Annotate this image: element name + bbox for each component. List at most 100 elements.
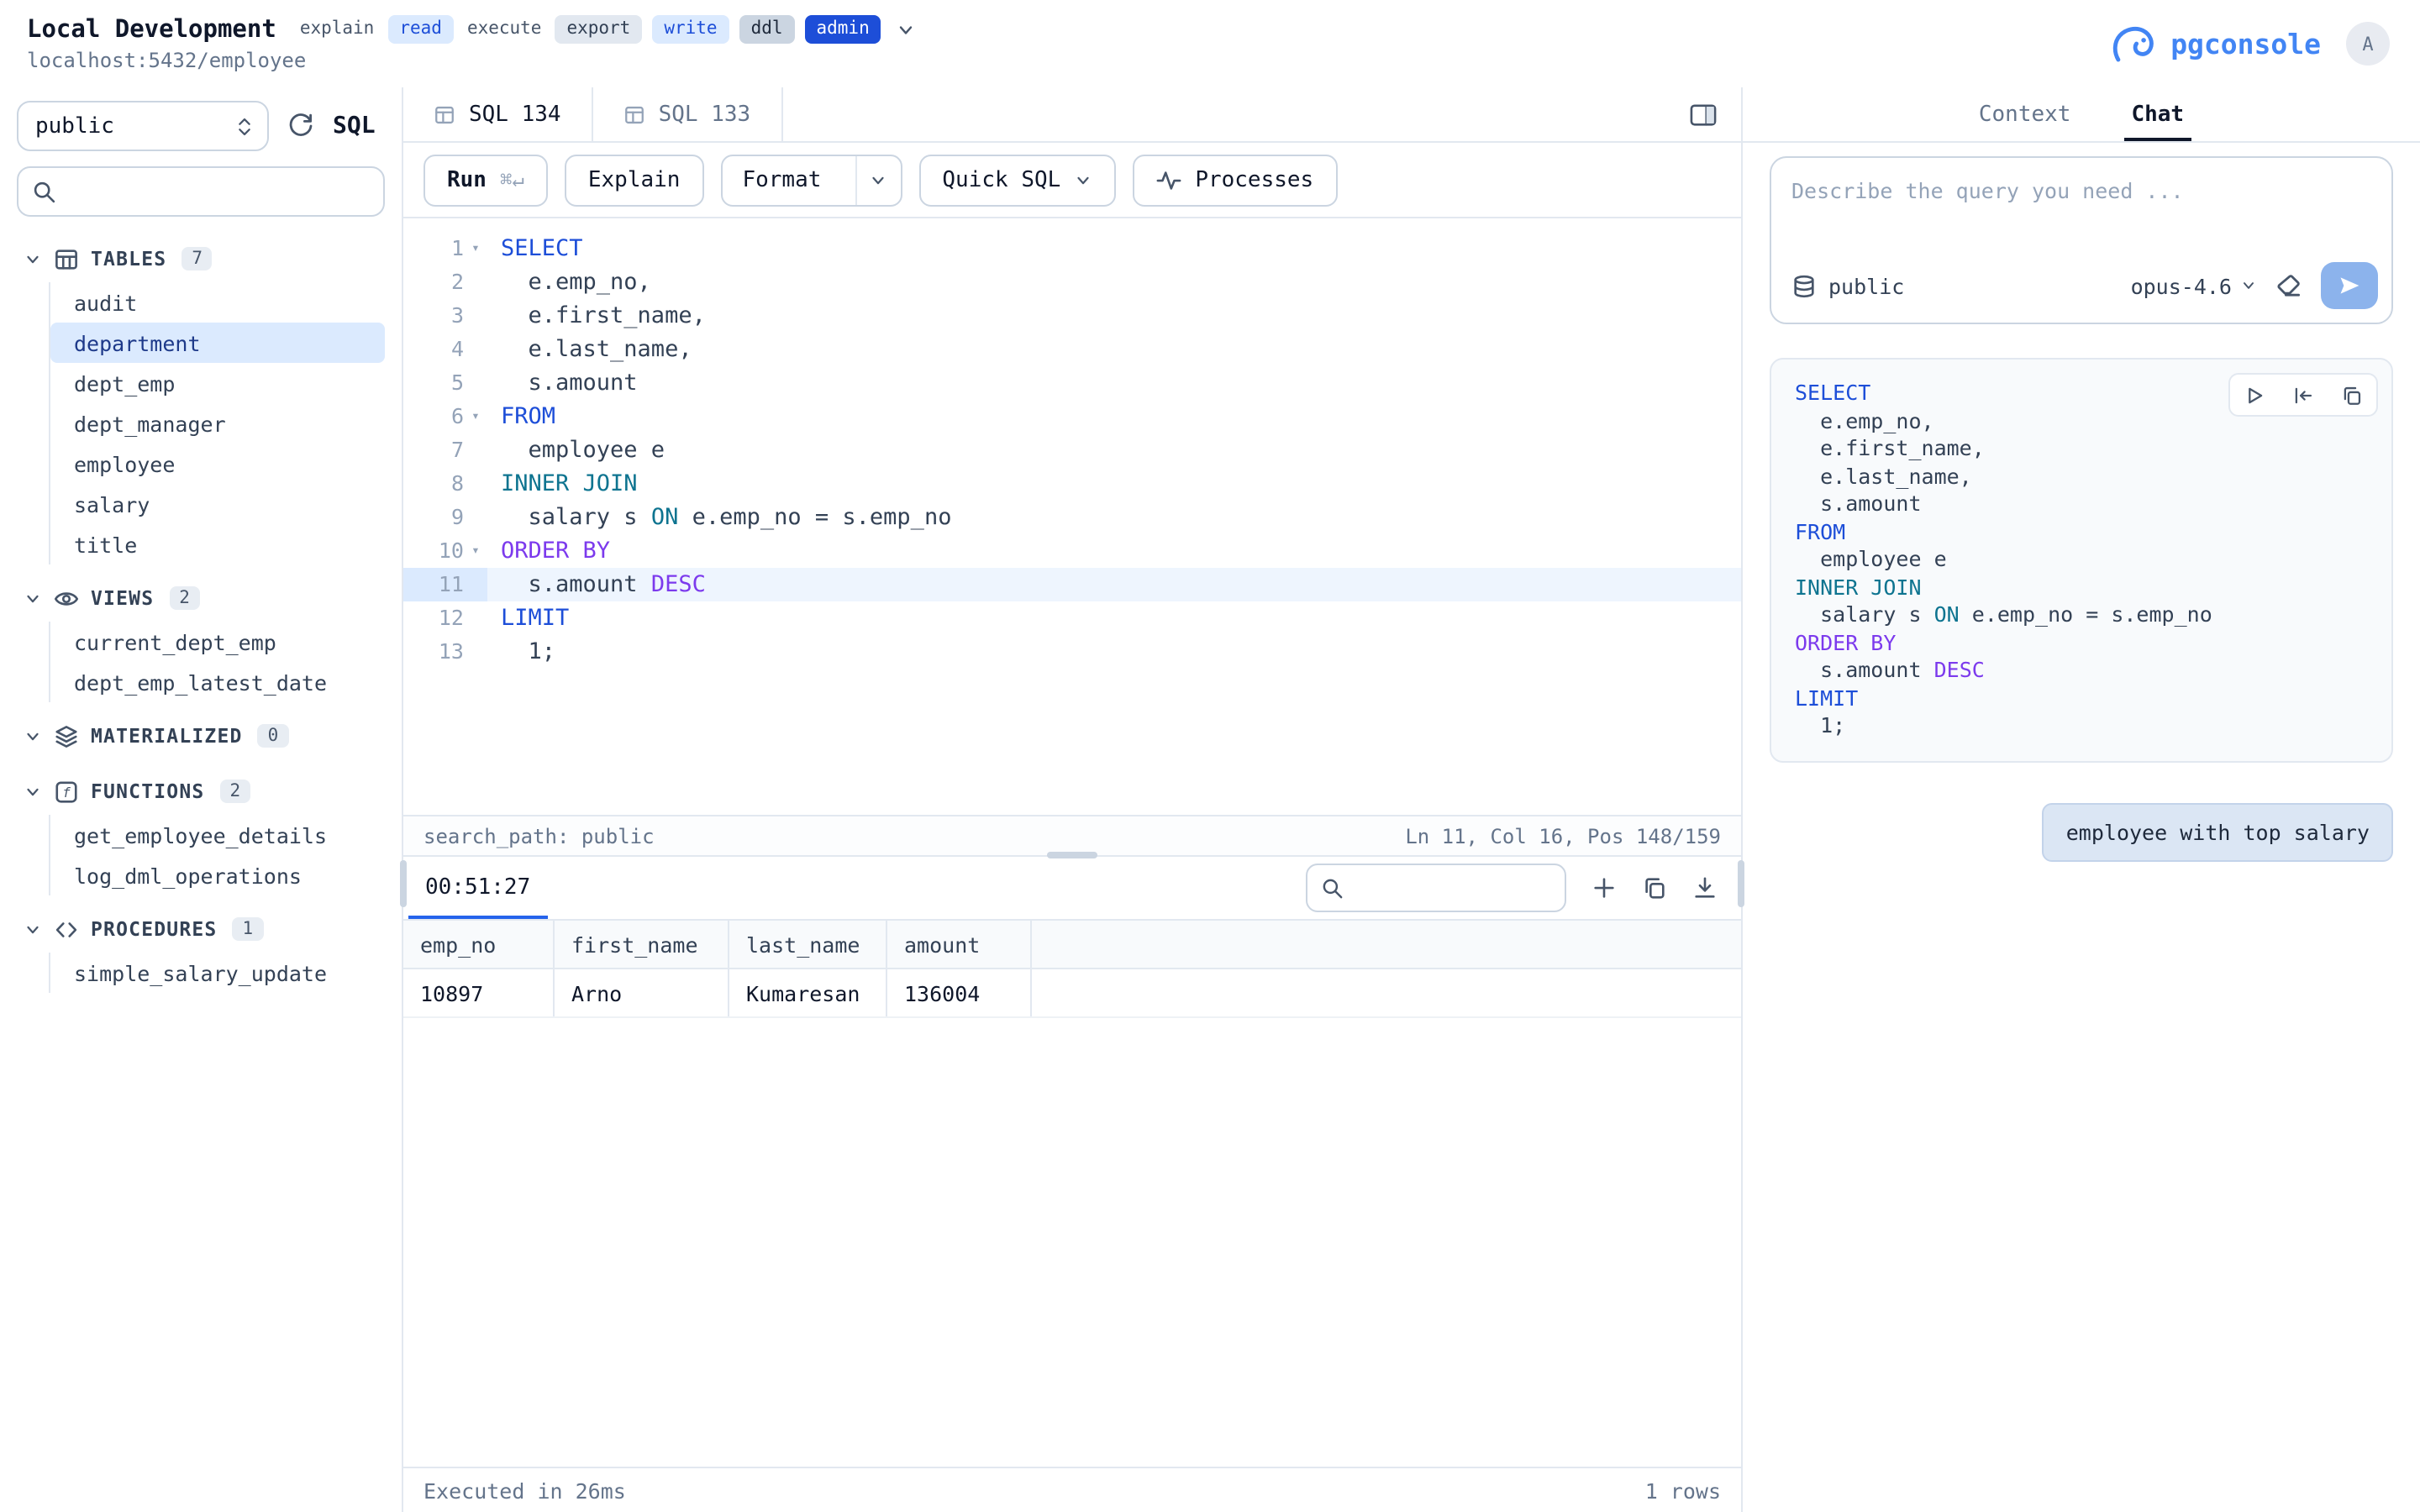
line-number: 9 [450, 504, 464, 529]
refresh-icon[interactable] [287, 113, 314, 139]
editor-line[interactable]: 11 s.amount DESC [403, 568, 1741, 601]
line-number: 2 [450, 269, 464, 294]
query-tab-icon [623, 103, 645, 125]
copy-results-icon[interactable] [1642, 875, 1667, 900]
chevron-down-icon [2240, 277, 2257, 294]
sidebar-item-dept_emp_latest_date[interactable]: dept_emp_latest_date [74, 669, 328, 695]
chat-input[interactable] [1771, 158, 2391, 252]
schema-context-chip[interactable]: public [1791, 273, 1904, 298]
result-tab-timer[interactable]: 00:51:27 [408, 857, 547, 919]
editor-line[interactable]: 9 salary s ON e.emp_no = s.emp_no [403, 501, 1741, 534]
results-panel: 00:51:27 [403, 852, 1741, 1512]
badge-read[interactable]: read [387, 15, 454, 44]
editor-line[interactable]: 2 e.emp_no, [403, 265, 1741, 299]
copy-snippet-icon[interactable] [2328, 375, 2376, 415]
tab-context[interactable]: Context [1978, 102, 2071, 127]
sidebar-item-simple_salary_update[interactable]: simple_salary_update [74, 960, 328, 985]
sidebar-item-log_dml_operations[interactable]: log_dml_operations [74, 863, 302, 888]
avatar[interactable]: A [2346, 22, 2390, 66]
explain-button[interactable]: Explain [564, 154, 704, 206]
editor-line[interactable]: 1▾SELECT [403, 232, 1741, 265]
table-cell[interactable]: 10897 [403, 969, 555, 1016]
column-header-amount[interactable]: amount [887, 921, 1032, 968]
add-tab-icon[interactable] [1591, 875, 1617, 900]
model-label: opus-4.6 [2130, 273, 2232, 298]
model-select[interactable]: opus-4.6 [2131, 273, 2257, 298]
sidebar-item-employee[interactable]: employee [74, 451, 176, 476]
format-chevron-icon[interactable] [855, 155, 900, 204]
table-cell[interactable]: Arno [555, 969, 729, 1016]
chat-sql-code[interactable]: SELECT e.emp_no, e.first_name, e.last_na… [1795, 380, 2212, 738]
sidebar-item-dept_emp[interactable]: dept_emp [74, 370, 176, 396]
fold-icon[interactable]: ▾ [471, 240, 480, 255]
column-header-emp_no[interactable]: emp_no [403, 921, 555, 968]
badge-ddl[interactable]: ddl [739, 15, 795, 44]
quick-sql-button[interactable]: Quick SQL [918, 154, 1117, 206]
download-icon[interactable] [1692, 875, 1718, 900]
insert-left-icon[interactable] [2279, 375, 2328, 415]
run-label: Run [447, 167, 487, 192]
sidebar-item-dept_manager[interactable]: dept_manager [74, 411, 226, 436]
run-button[interactable]: Run ⌘↵ [424, 154, 548, 206]
chevron-down-icon[interactable] [897, 19, 917, 39]
results-resize-handle[interactable] [1047, 852, 1097, 858]
split-view-icon[interactable] [1664, 87, 1741, 141]
sidebar-item-department[interactable]: department [50, 323, 385, 363]
sql-mode-label[interactable]: SQL [333, 113, 376, 139]
sidebar-item-current_dept_emp[interactable]: current_dept_emp [74, 629, 276, 654]
sidebar-item-audit[interactable]: audit [74, 290, 138, 315]
sidebar-search[interactable] [17, 166, 385, 217]
editor-line[interactable]: 6▾FROM [403, 400, 1741, 433]
results-search-input[interactable] [1355, 875, 1637, 900]
chevron-down-icon [24, 782, 42, 801]
search-icon [32, 179, 57, 204]
editor-line[interactable]: 5 s.amount [403, 366, 1741, 400]
editor-line[interactable]: 3 e.first_name, [403, 299, 1741, 333]
badge-explain[interactable]: explain [299, 18, 375, 39]
sidebar-resize-handle[interactable] [400, 860, 407, 907]
processes-button[interactable]: Processes [1133, 154, 1338, 206]
badge-write[interactable]: write [652, 15, 729, 44]
fold-icon[interactable]: ▾ [471, 543, 480, 558]
editor-line[interactable]: 4 e.last_name, [403, 333, 1741, 366]
database-icon [1791, 273, 1817, 298]
badge-execute[interactable]: execute [466, 18, 542, 39]
sidebar-search-input[interactable] [67, 179, 370, 204]
column-header-last_name[interactable]: last_name [729, 921, 887, 968]
editor-line[interactable]: 10▾ORDER BY [403, 534, 1741, 568]
badge-export[interactable]: export [555, 15, 643, 44]
format-button[interactable]: Format [720, 154, 902, 206]
tab-sql-133[interactable]: SQL 133 [592, 87, 783, 141]
sidebar-item-get_employee_details[interactable]: get_employee_details [74, 822, 328, 848]
badge-admin[interactable]: admin [804, 15, 881, 44]
run-snippet-icon[interactable] [2230, 375, 2279, 415]
explain-label: Explain [587, 167, 681, 192]
chat-panel-resize-handle[interactable] [1738, 860, 1744, 907]
table-cell[interactable]: Kumaresan [729, 969, 887, 1016]
schema-select[interactable]: public [17, 101, 269, 151]
tab-sql-134[interactable]: SQL 134 [403, 87, 593, 141]
section-count: 1 [232, 916, 264, 942]
sidebar-item-title[interactable]: title [74, 532, 138, 557]
results-search[interactable] [1306, 864, 1637, 912]
editor-line[interactable]: 13 1; [403, 635, 1741, 669]
fold-icon[interactable]: ▾ [471, 408, 480, 423]
sidebar-item-salary[interactable]: salary [74, 491, 150, 517]
editor-line[interactable]: 7 employee e [403, 433, 1741, 467]
clear-chat-icon[interactable] [2275, 272, 2302, 299]
table-cell-filler [1032, 969, 1741, 1016]
tab-chat[interactable]: Chat [2124, 87, 2191, 141]
results-footer: Executed in 26ms 1 rows [403, 1467, 1741, 1512]
send-button[interactable] [2321, 262, 2378, 309]
column-header-first_name[interactable]: first_name [555, 921, 729, 968]
table-cell[interactable]: 136004 [887, 969, 1032, 1016]
